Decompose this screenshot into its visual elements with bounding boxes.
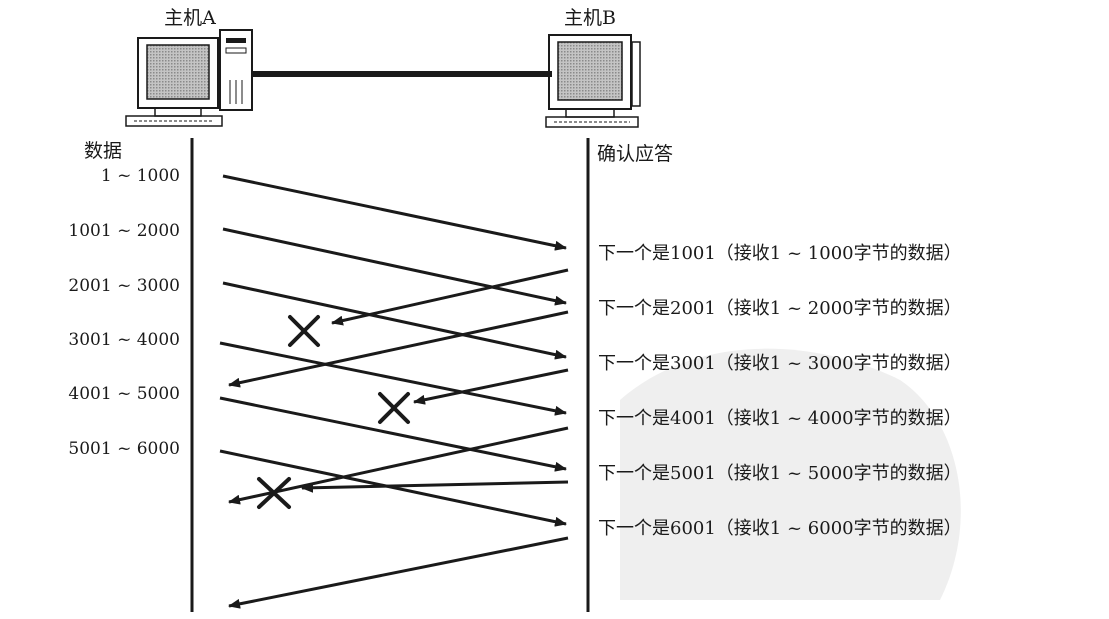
segment-label: 2001 ~ 3000 [68, 276, 180, 296]
ack-arrow-lost [413, 368, 569, 405]
host-a-computer [125, 29, 253, 127]
host-a-label: 主机A [164, 7, 216, 29]
ack-label: 下一个是1001（接收1 ~ 1000字节的数据） [598, 243, 962, 264]
ack-arrow [228, 426, 569, 505]
data-segment-arrow [222, 174, 567, 251]
host-b-computer [545, 34, 641, 128]
network-cable [252, 71, 552, 77]
segment-label: 5001 ~ 6000 [68, 439, 180, 459]
ack-arrow-lost [301, 480, 569, 493]
watermark-shape [620, 348, 961, 600]
data-segment-arrow [222, 227, 567, 306]
segment-label: 1001 ~ 2000 [68, 221, 180, 241]
data-segment-arrow [219, 341, 567, 416]
loss-x-icon [257, 477, 291, 509]
ack-arrow [228, 536, 569, 609]
ack-label: 下一个是5001（接收1 ~ 5000字节的数据） [598, 463, 962, 484]
host-b-label: 主机B [564, 7, 616, 29]
segment-label: 3001 ~ 4000 [68, 330, 180, 350]
segment-label: 4001 ~ 5000 [68, 384, 180, 404]
segment-label: 1 ~ 1000 [101, 166, 180, 186]
receiver-column-title: 确认应答 [597, 143, 673, 165]
ack-label: 下一个是6001（接收1 ~ 6000字节的数据） [598, 518, 962, 539]
data-segment-arrow [219, 449, 567, 527]
ack-label: 下一个是4001（接收1 ~ 4000字节的数据） [598, 408, 962, 429]
loss-x-icon [288, 315, 320, 347]
ack-arrow [228, 310, 569, 388]
sender-column-title: 数据 [84, 140, 122, 162]
ack-label: 下一个是2001（接收1 ~ 2000字节的数据） [598, 298, 962, 319]
data-segment-arrow [222, 281, 567, 360]
ack-label: 下一个是3001（接收1 ~ 3000字节的数据） [598, 353, 962, 374]
data-segment-arrow [219, 396, 567, 472]
loss-x-icon [378, 392, 410, 424]
ack-arrow-lost [331, 268, 569, 326]
